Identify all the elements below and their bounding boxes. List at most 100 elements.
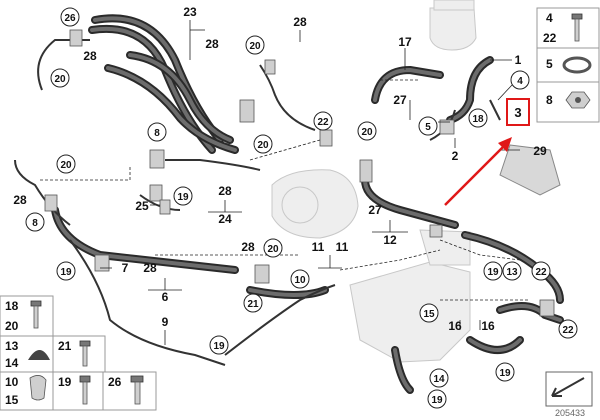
svg-text:18: 18 bbox=[472, 114, 484, 125]
callout-26: 26 bbox=[60, 7, 80, 27]
label-11-a: 11 bbox=[312, 240, 325, 254]
legend-left-26: 26 bbox=[108, 375, 122, 389]
legend-left-14: 14 bbox=[5, 356, 19, 370]
svg-text:19: 19 bbox=[487, 267, 499, 278]
svg-text:5: 5 bbox=[425, 122, 431, 133]
callout-15: 15 bbox=[419, 303, 439, 323]
callout-22-c: 22 bbox=[558, 319, 578, 339]
svg-text:22: 22 bbox=[535, 267, 547, 278]
svg-text:19: 19 bbox=[499, 368, 511, 379]
svg-text:4: 4 bbox=[517, 76, 523, 87]
label-6: 6 bbox=[162, 290, 169, 304]
callout-5: 5 bbox=[418, 116, 438, 136]
label-28-b: 28 bbox=[293, 15, 307, 29]
fitting-group bbox=[44, 29, 555, 317]
callout-19-b: 19 bbox=[56, 261, 76, 281]
callout-8-a: 8 bbox=[147, 122, 167, 142]
callout-20-a: 20 bbox=[50, 68, 70, 88]
legend-left-18: 18 bbox=[5, 299, 19, 313]
svg-text:19: 19 bbox=[213, 341, 225, 352]
svg-text:10: 10 bbox=[294, 275, 306, 286]
legend-right-4: 4 bbox=[546, 11, 553, 25]
label-27-a: 27 bbox=[393, 93, 407, 107]
svg-text:13: 13 bbox=[506, 267, 518, 278]
callout-20-f: 20 bbox=[263, 238, 283, 258]
label-27-b: 27 bbox=[368, 203, 382, 217]
svg-text:20: 20 bbox=[54, 74, 66, 85]
callout-19-d: 19 bbox=[209, 335, 229, 355]
callout-22-a: 22 bbox=[313, 111, 333, 131]
label-3: 3 bbox=[514, 105, 521, 120]
legend-panel-right: 4 22 5 8 bbox=[536, 7, 600, 123]
callout-19-e: 19 bbox=[495, 362, 515, 382]
label-17: 17 bbox=[398, 35, 412, 49]
legend-panel-left: 18 20 13 14 21 10 15 19 26 bbox=[0, 295, 157, 411]
callout-19-f: 19 bbox=[427, 389, 447, 409]
label-28-f: 28 bbox=[143, 261, 157, 275]
label-11-b: 11 bbox=[336, 240, 349, 254]
svg-text:20: 20 bbox=[60, 160, 72, 171]
svg-text:22: 22 bbox=[317, 117, 329, 128]
callout-21: 21 bbox=[243, 293, 263, 313]
callout-8-b: 8 bbox=[25, 212, 45, 232]
svg-text:19: 19 bbox=[431, 395, 443, 406]
diagram-id: 205433 bbox=[555, 408, 585, 418]
svg-text:15: 15 bbox=[423, 309, 435, 320]
circled-labels: 26 20 20 20 22 20 5 4 18 8 20 19 8 20 19… bbox=[25, 7, 578, 409]
svg-text:19: 19 bbox=[177, 192, 189, 203]
callout-19-c: 19 bbox=[483, 261, 503, 281]
label-9: 9 bbox=[162, 315, 169, 329]
label-1: 1 bbox=[515, 53, 522, 67]
callout-20-b: 20 bbox=[245, 35, 265, 55]
label-28-top: 28 bbox=[205, 37, 219, 51]
legend-left-13: 13 bbox=[5, 339, 19, 353]
label-28-c: 28 bbox=[218, 184, 232, 198]
callout-20-e: 20 bbox=[56, 154, 76, 174]
callout-19-a: 19 bbox=[173, 186, 193, 206]
label-25: 25 bbox=[135, 199, 149, 213]
legend-right-8: 8 bbox=[546, 93, 553, 107]
footer-logo bbox=[545, 371, 593, 407]
hose-group bbox=[51, 14, 564, 394]
legend-left-10: 10 bbox=[5, 375, 19, 389]
callout-22-b: 22 bbox=[531, 261, 551, 281]
svg-text:21: 21 bbox=[247, 299, 259, 310]
callout-14: 14 bbox=[429, 368, 449, 388]
legend-left-15: 15 bbox=[5, 393, 19, 407]
label-28-a: 28 bbox=[83, 49, 97, 63]
legend-right-5: 5 bbox=[546, 57, 553, 71]
callout-18: 18 bbox=[468, 108, 488, 128]
svg-text:20: 20 bbox=[257, 140, 269, 151]
label-16-a: 16 bbox=[448, 319, 462, 333]
svg-text:8: 8 bbox=[154, 128, 160, 139]
ghost-components bbox=[271, 0, 561, 363]
callout-4: 4 bbox=[510, 70, 530, 90]
label-7: 7 bbox=[122, 261, 129, 275]
svg-text:26: 26 bbox=[64, 13, 76, 24]
svg-text:20: 20 bbox=[249, 41, 261, 52]
label-2: 2 bbox=[452, 149, 459, 163]
legend-left-19: 19 bbox=[58, 375, 72, 389]
svg-text:14: 14 bbox=[433, 374, 445, 385]
svg-text:19: 19 bbox=[60, 267, 72, 278]
highlight-arrow bbox=[444, 137, 512, 206]
plain-labels: 23 28 28 28 17 1 27 2 29 28 24 28 25 27 … bbox=[13, 5, 547, 333]
svg-text:20: 20 bbox=[267, 244, 279, 255]
svg-text:20: 20 bbox=[361, 127, 373, 138]
highlight-box-part-3 bbox=[506, 98, 530, 126]
label-29: 29 bbox=[533, 144, 547, 158]
label-28-e: 28 bbox=[241, 240, 255, 254]
label-24: 24 bbox=[218, 212, 232, 226]
svg-text:22: 22 bbox=[562, 325, 574, 336]
label-28-d: 28 bbox=[13, 193, 27, 207]
svg-text:8: 8 bbox=[32, 218, 38, 229]
callout-20-d: 20 bbox=[357, 121, 377, 141]
legend-left-20: 20 bbox=[5, 319, 19, 333]
legend-left-21: 21 bbox=[58, 339, 72, 353]
callout-13: 13 bbox=[502, 261, 522, 281]
callout-10: 10 bbox=[290, 269, 310, 289]
leader-lines bbox=[100, 20, 520, 345]
label-23: 23 bbox=[183, 5, 197, 19]
label-12: 12 bbox=[383, 233, 397, 247]
